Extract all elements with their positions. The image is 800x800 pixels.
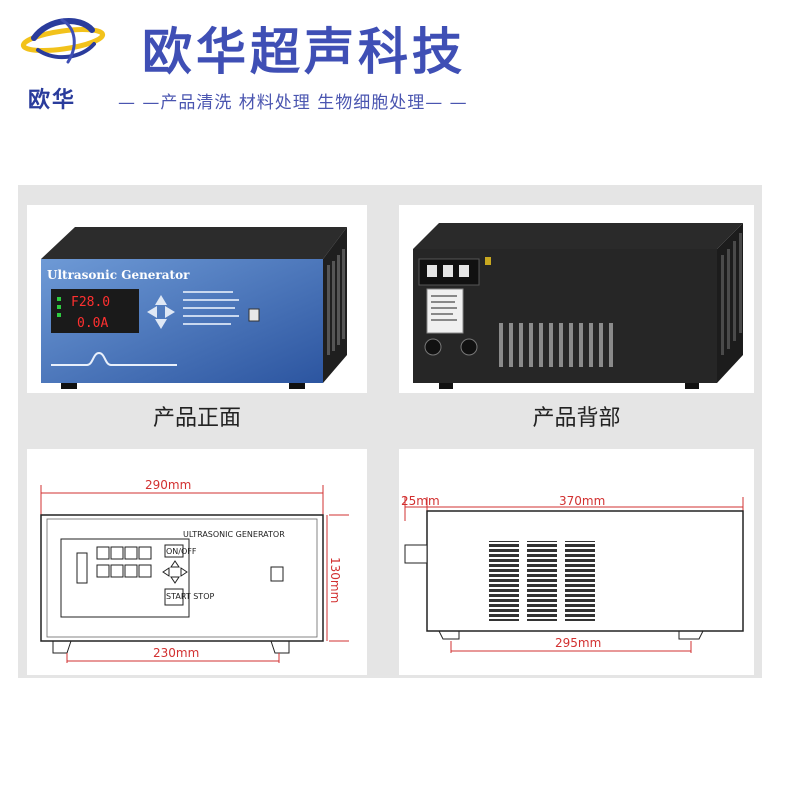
front-photo-freq: F28.0 — [71, 295, 110, 310]
side-depth-label: 370mm — [559, 494, 605, 508]
brand-title: 欧华超声科技 — [142, 23, 466, 81]
front-dimension-drawing: 290mm ULTRASONIC GENERATOR ON/OFF START … — [40, 478, 349, 663]
front-drawing-onoff: ON/OFF — [166, 547, 197, 556]
front-drawing-panel: 290mm ULTRASONIC GENERATOR ON/OFF START … — [27, 449, 367, 675]
front-width-label: 290mm — [145, 478, 191, 492]
side-foot-span-label: 295mm — [555, 636, 601, 650]
front-drawing-title: ULTRASONIC GENERATOR — [183, 530, 285, 539]
front-foot-span-label: 230mm — [153, 646, 199, 660]
front-photo-current: 0.0A — [77, 316, 108, 331]
front-photo-panel: Ultrasonic Generator F28.0 0.0A — [27, 205, 367, 393]
side-drawing-panel: 25mm 370mm 295mm — [399, 449, 754, 675]
logo-text: 欧华 — [28, 88, 77, 113]
brand-logo-icon — [20, 17, 106, 64]
front-photo-label: Ultrasonic Generator — [47, 268, 190, 282]
back-photo-panel — [399, 205, 754, 393]
header: 欧华 欧华超声科技 — —产品清洗 材料处理 生物细胞处理— — — [0, 0, 800, 120]
brand-subtitle: — —产品清洗 材料处理 生物细胞处理— — — [118, 93, 468, 113]
back-photo-image — [413, 223, 743, 389]
front-photo-caption: 产品正面 — [152, 406, 241, 431]
front-photo-image: Ultrasonic Generator F28.0 0.0A — [41, 227, 347, 389]
front-height-label: 130mm — [328, 557, 342, 603]
front-drawing-start: START STOP — [166, 592, 214, 601]
side-dimension-drawing: 25mm 370mm 295mm — [401, 494, 744, 653]
side-offset-label: 25mm — [401, 494, 440, 508]
back-photo-caption: 产品背部 — [532, 406, 621, 431]
